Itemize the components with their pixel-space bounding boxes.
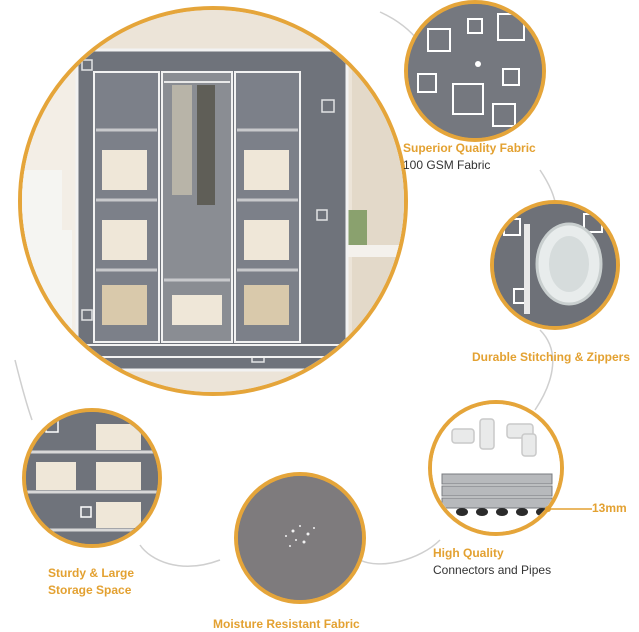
moisture-title: Moisture Resistant Fabric — [213, 617, 360, 631]
pipes-illustration — [432, 404, 560, 532]
storage-title-line2: Storage Space — [48, 583, 132, 597]
stitching-title: Durable Stitching & Zippers — [472, 350, 631, 364]
connectors-subtitle: Connectors and Pipes — [433, 563, 552, 577]
fabric-pattern — [408, 4, 542, 138]
fabric-subtitle: 100 GSM Fabric — [403, 158, 491, 172]
stitching-closeup-image — [490, 200, 620, 330]
storage-title-line1: Sturdy & Large — [48, 566, 135, 580]
moisture-closeup-image — [234, 472, 366, 604]
moisture-fabric — [238, 476, 362, 600]
connectors-closeup-image — [428, 400, 564, 536]
wardrobe-illustration — [22, 10, 404, 392]
storage-closeup-image — [22, 408, 162, 548]
storage-illustration — [26, 412, 158, 544]
wardrobe-main-image — [18, 6, 408, 396]
fabric-title: Superior Quality Fabric — [403, 141, 536, 155]
measure-label: 13mm — [592, 501, 627, 515]
fabric-closeup-image — [404, 0, 546, 142]
connectors-title: High Quality — [433, 546, 504, 560]
